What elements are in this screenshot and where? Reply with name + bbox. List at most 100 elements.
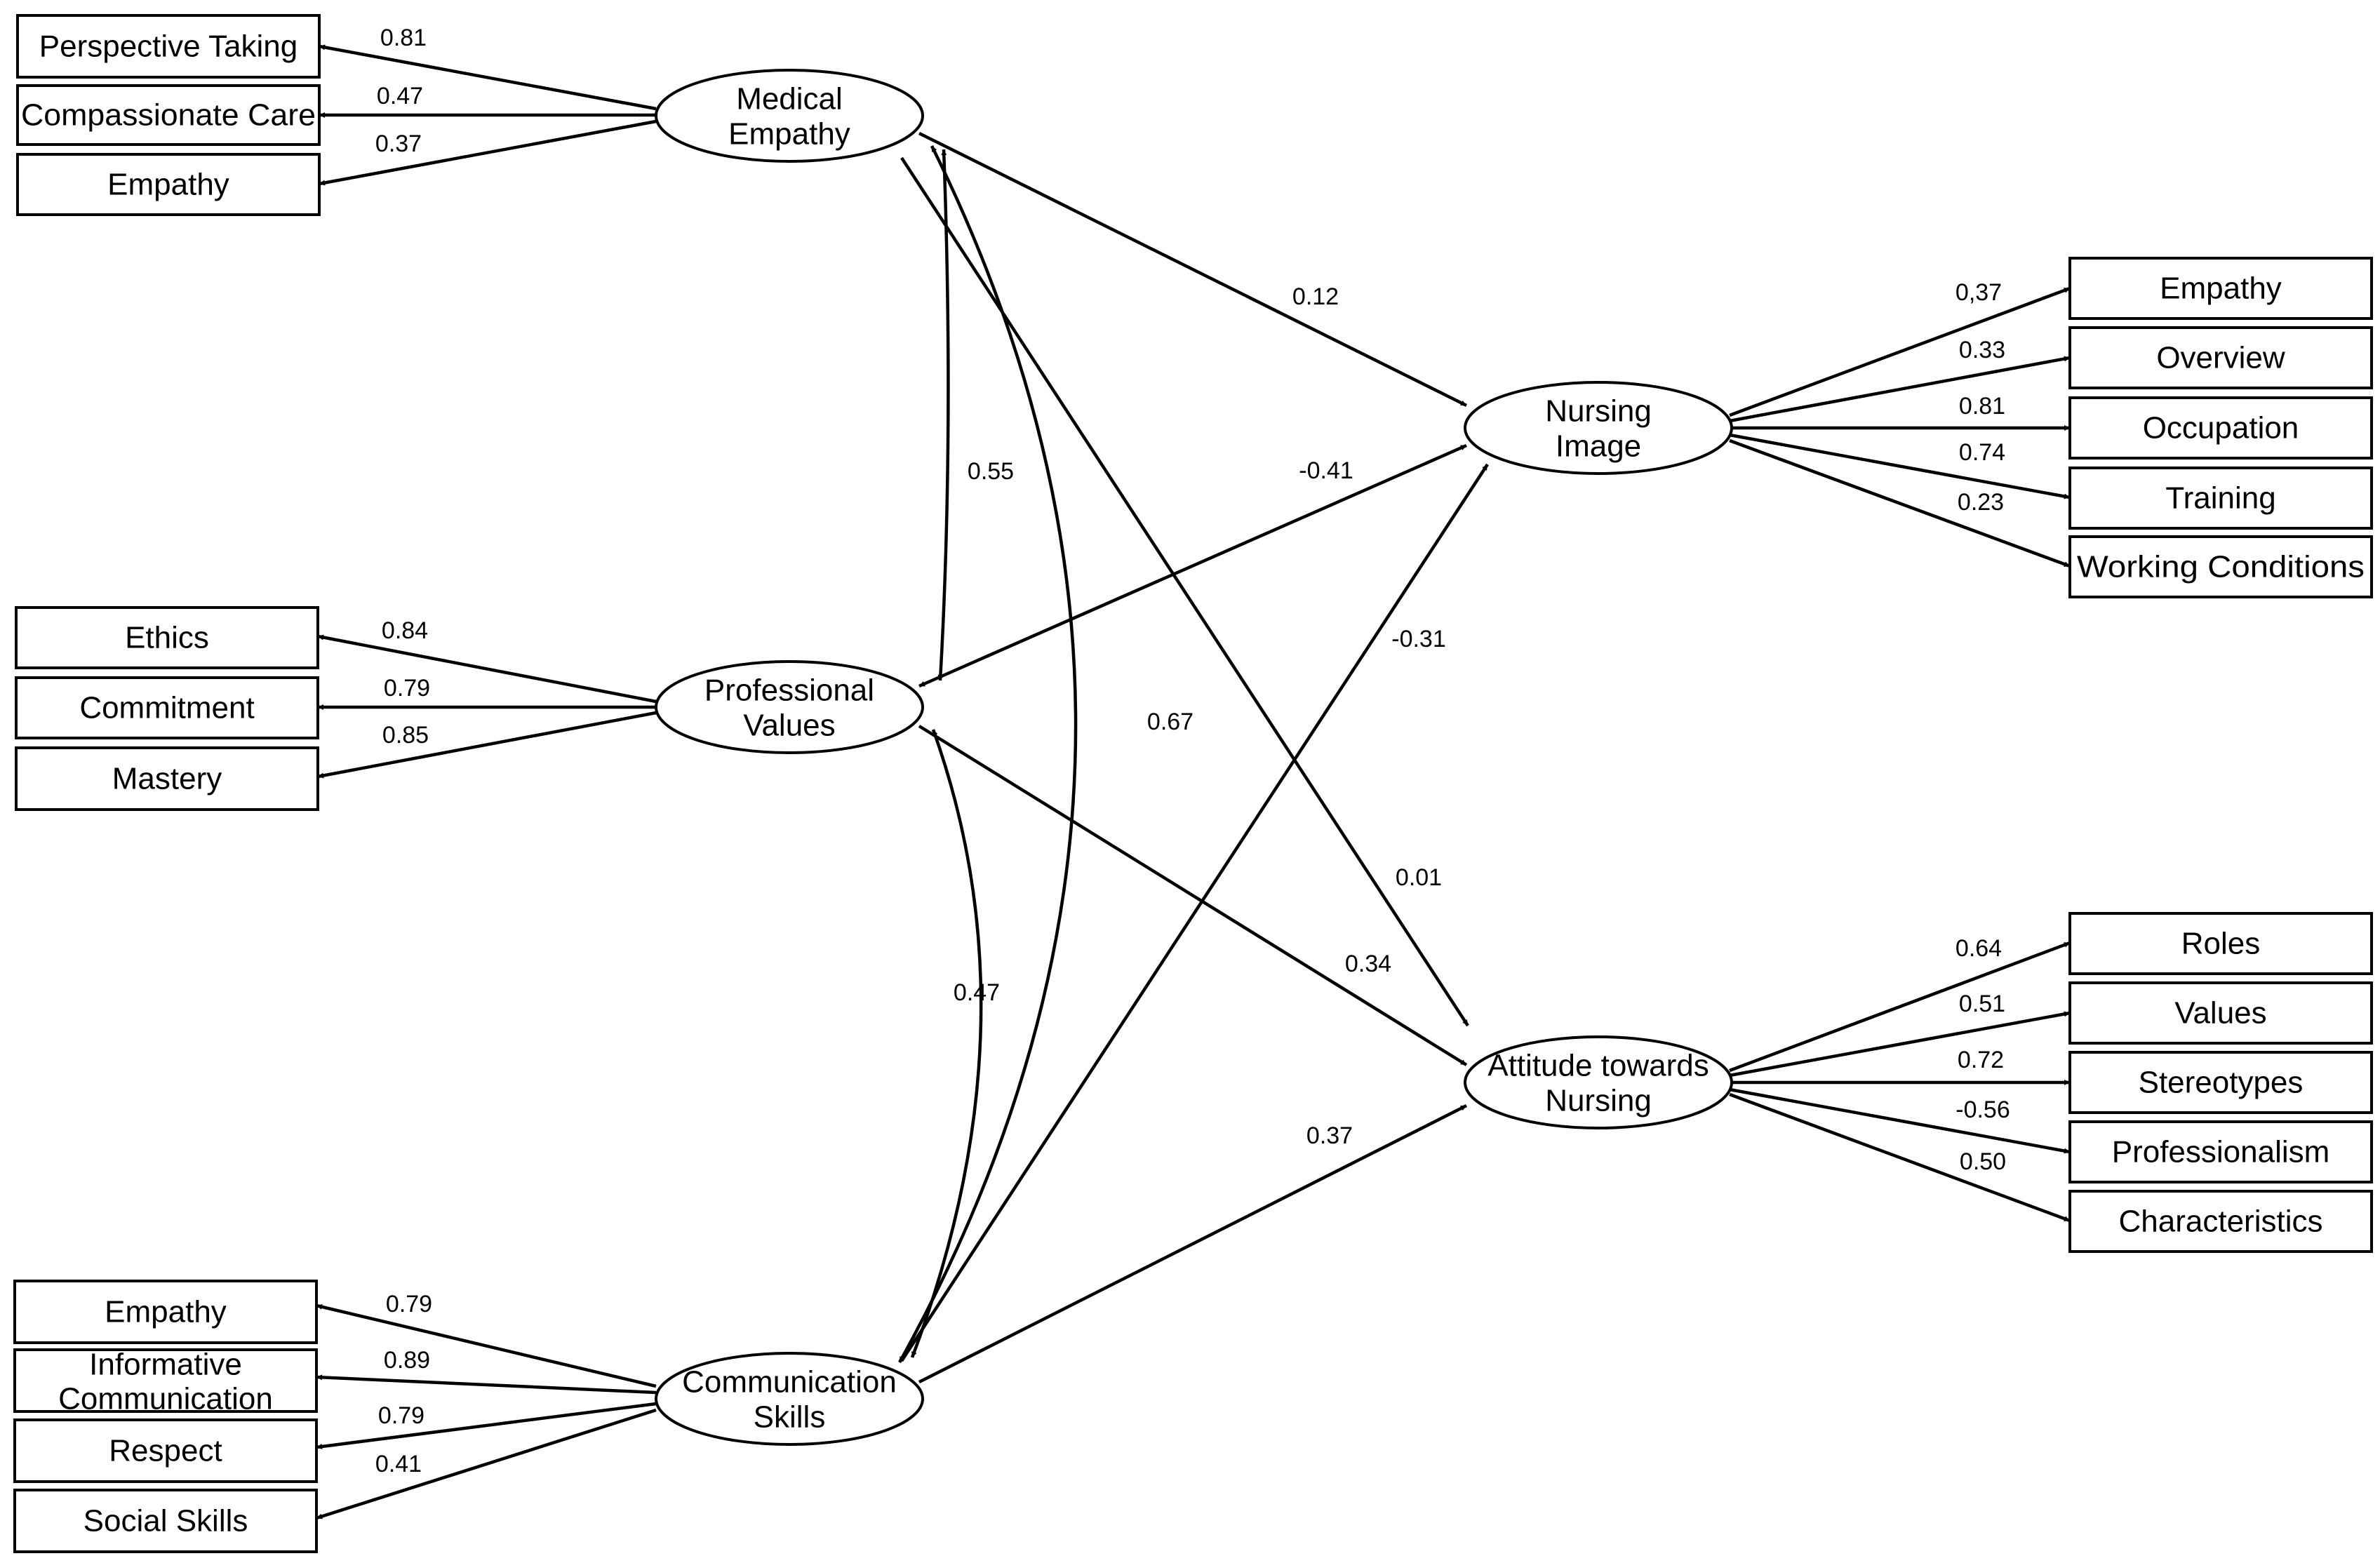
loading-value: 0.51 — [1959, 991, 2005, 1017]
loading-value: 0,37 — [1956, 279, 2002, 306]
latent-label-line-1: Medical — [736, 82, 843, 116]
indicator-label: Compassionate Care — [21, 98, 316, 133]
indicator-label: Stereotypes — [2139, 1066, 2304, 1100]
indicator-label: Training — [2165, 481, 2275, 516]
loading-value: 0.33 — [1959, 337, 2005, 363]
indicator-label-line-1: Informative — [89, 1348, 242, 1382]
indicator-label: Roles — [2181, 927, 2261, 961]
loading-arrow-cs-empathy — [316, 1303, 657, 1388]
latent-nursing-image: Nursing Image — [1464, 381, 1733, 475]
loading-value: 0.47 — [377, 83, 423, 109]
indicator-label: Professionalism — [2112, 1135, 2330, 1169]
correlation-medical-empathy-communication-skills — [898, 145, 1078, 1364]
path-coefficient: 0.12 — [1292, 283, 1339, 310]
loading-value: 0.41 — [375, 1451, 422, 1477]
loading-arrow-overview — [1729, 356, 2071, 423]
indicator-social-skills: Social Skills — [13, 1489, 318, 1553]
loading-value: 0.84 — [382, 617, 428, 644]
latent-medical-empathy: Medical Empathy — [655, 69, 924, 163]
loading-arrow-informative-communication — [316, 1374, 657, 1395]
latent-label-line-2: Skills — [754, 1400, 826, 1435]
indicator-values: Values — [2068, 981, 2373, 1045]
loading-value: 0.79 — [378, 1402, 424, 1429]
path-coefficient: 0.01 — [1396, 864, 1442, 891]
indicator-label: Ethics — [125, 621, 209, 655]
indicator-professionalism: Professionalism — [2068, 1120, 2373, 1183]
indicator-working-conditions: Working Conditions — [2068, 535, 2373, 598]
indicator-cs-empathy: Empathy — [13, 1280, 318, 1344]
loading-value: 0.72 — [1958, 1047, 2004, 1073]
latent-label-line-1: Communication — [682, 1365, 897, 1400]
correlation-medical-empathy-professional-values — [937, 149, 950, 681]
loading-arrow-perspective-taking — [319, 44, 657, 111]
loading-value: 0.81 — [380, 25, 427, 51]
latent-label-line-2: Values — [743, 709, 835, 743]
indicator-label-line-2: Communication — [58, 1382, 273, 1416]
loading-value: 0.79 — [384, 675, 430, 702]
loading-value: 0.64 — [1956, 935, 2002, 962]
path-communication-skills-to-attitude — [918, 1104, 1468, 1384]
loading-value: 0.50 — [1960, 1148, 2006, 1175]
indicator-overview: Overview — [2068, 326, 2373, 389]
loading-arrow-training — [1729, 433, 2071, 499]
loading-arrow-values — [1729, 1011, 2071, 1078]
indicator-label: Characteristics — [2119, 1205, 2323, 1239]
loading-value: 0.81 — [1959, 393, 2005, 420]
indicator-me-empathy: Empathy — [16, 153, 321, 216]
loading-arrow-ethics — [317, 634, 657, 704]
path-professional-values-to-nursing-image — [918, 443, 1467, 688]
latent-label-line-2: Nursing — [1545, 1084, 1652, 1118]
indicator-label: Social Skills — [83, 1504, 248, 1538]
indicator-label: Commitment — [79, 691, 254, 725]
loading-arrow-mastery — [317, 711, 657, 779]
latent-attitude-towards-nursing: Attitude towards Nursing — [1464, 1035, 1733, 1129]
indicator-label: Values — [2174, 996, 2266, 1031]
coefficients-layer: 0.81 0.47 0.37 0.84 0.79 0.85 0.79 0.89 … — [375, 25, 2010, 1477]
loading-arrow-social-skills — [316, 1408, 657, 1520]
indicator-respect: Respect — [13, 1418, 318, 1483]
indicator-stereotypes: Stereotypes — [2068, 1051, 2373, 1114]
indicator-label: Empathy — [2160, 271, 2282, 306]
latent-label-line-1: Attitude towards — [1488, 1049, 1709, 1083]
path-medical-empathy-to-attitude — [900, 156, 1469, 1027]
correlation-coefficient: 0.67 — [1147, 709, 1194, 735]
path-coefficient: 0.34 — [1345, 951, 1391, 977]
path-coefficient: -0.41 — [1299, 457, 1353, 484]
loading-value: 0.79 — [386, 1291, 432, 1317]
indicator-commitment: Commitment — [15, 676, 319, 739]
indicator-training: Training — [2068, 467, 2373, 530]
indicator-label: Occupation — [2143, 411, 2299, 445]
edges-layer — [316, 44, 2071, 1520]
latent-label-line-2: Image — [1556, 429, 1641, 464]
path-medical-empathy-to-nursing-image — [918, 131, 1468, 408]
loading-value: 0.89 — [384, 1347, 430, 1374]
loading-value: 0.37 — [375, 130, 422, 157]
indicator-mastery: Mastery — [15, 746, 319, 811]
latent-professional-values: Professional Values — [655, 660, 924, 754]
indicator-label: Empathy — [105, 1295, 227, 1329]
path-professional-values-to-attitude — [918, 725, 1468, 1066]
loading-value: -0.56 — [1956, 1096, 2010, 1123]
loading-value: 0.85 — [382, 722, 429, 749]
latent-communication-skills: Communication Skills — [655, 1352, 924, 1446]
indicator-occupation: Occupation — [2068, 396, 2373, 459]
indicator-perspective-taking: Perspective Taking — [16, 14, 321, 79]
path-coefficient: 0.37 — [1306, 1122, 1353, 1149]
indicator-label: Empathy — [107, 168, 229, 202]
latent-label-line-1: Nursing — [1545, 394, 1652, 429]
indicator-ethics: Ethics — [15, 606, 319, 669]
loading-arrow-working-conditions — [1729, 438, 2071, 568]
correlation-coefficient: 0.47 — [954, 979, 1000, 1006]
loading-arrow-me-empathy — [319, 119, 657, 186]
indicator-label: Working Conditions — [2077, 550, 2365, 584]
indicator-characteristics: Characteristics — [2068, 1190, 2373, 1253]
indicator-label: Perspective Taking — [39, 29, 298, 64]
indicator-informative-communication: Informative Communication — [13, 1348, 318, 1416]
nodes-layer: Perspective Taking Compassionate Care Em… — [13, 14, 2373, 1553]
path-coefficient: -0.31 — [1391, 626, 1446, 652]
loading-arrow-professionalism — [1729, 1087, 2071, 1154]
latent-label-line-2: Empathy — [728, 117, 850, 152]
loading-arrow-respect — [316, 1402, 657, 1449]
loading-value: 0.23 — [1958, 489, 2004, 516]
